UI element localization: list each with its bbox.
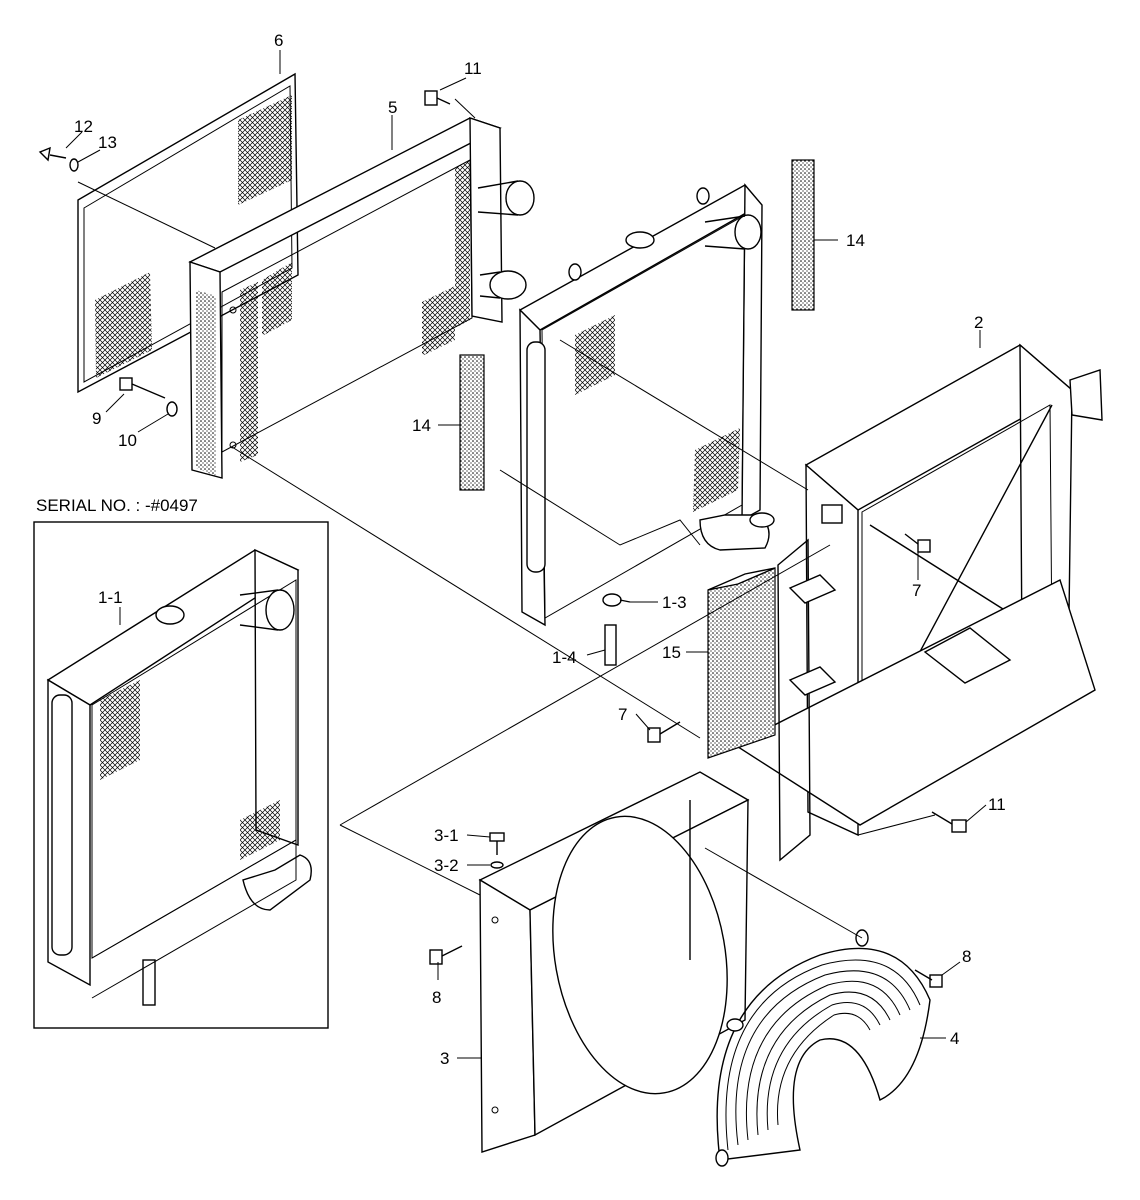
callout-5: 5 [388,98,397,117]
callout-1-3: 1-3 [662,593,687,612]
callout-leaders [65,50,987,1059]
serial-variant-inset [33,521,329,1029]
washer-part-13 [69,158,79,172]
wing-bolt-part-12 [38,146,67,162]
callout-labels: 1-1 1-3 1-4 2 3 3-1 3-2 4 5 6 7 7 8 8 9 … [74,31,1006,1068]
bolt-part-7-upper [904,533,931,553]
callout-3-1: 3-1 [434,826,459,845]
callout-10: 10 [118,431,137,450]
washer-part-10 [166,401,178,417]
callout-14-upper: 14 [846,231,865,250]
callout-2: 2 [974,313,983,332]
callout-11-lower: 11 [988,795,1006,814]
callout-6: 6 [274,31,283,50]
callout-3: 3 [440,1049,449,1068]
radiator-part-1 [499,183,775,627]
washer-part-3-2 [490,861,504,869]
callout-14-lower: 14 [412,416,431,435]
assembly-lines [77,98,936,939]
bolt-part-11-lower [931,811,967,833]
bolt-part-9 [119,377,166,399]
callout-11-upper: 11 [464,59,482,78]
support-frame-part-2 [733,343,1103,862]
bolt-part-8-right [914,969,943,988]
fan-guard-part-4 [715,929,931,1167]
callout-15: 15 [662,643,681,662]
callout-12: 12 [74,117,93,136]
callout-7-upper: 7 [912,581,921,600]
bolt-part-8-left [429,945,463,965]
foam-strip-part-14-lower [459,354,485,491]
drain-hose-part-1-4 [604,624,617,666]
callout-1-4: 1-4 [552,648,577,667]
callout-1-1: 1-1 [98,588,123,607]
oil-cooler-part-5 [188,117,535,479]
callout-13: 13 [98,133,117,152]
callout-3-2: 3-2 [434,856,459,875]
callout-4: 4 [950,1029,959,1048]
foam-block-part-15 [707,567,776,759]
callout-8-right: 8 [962,947,971,966]
bolt-part-3-1 [489,832,505,855]
callout-8-left: 8 [432,988,441,1007]
foam-strip-part-14-upper [791,159,815,311]
bolt-part-11-upper [424,90,451,106]
callout-7-lower: 7 [618,705,627,724]
callout-9: 9 [92,409,101,428]
screen-part-6 [77,72,299,394]
drain-valve-part-1-3 [602,593,631,607]
bolt-part-7-lower [647,721,681,743]
serial-number-note: SERIAL NO. : -#0497 [36,496,198,515]
fan-shroud-part-3 [478,771,750,1153]
